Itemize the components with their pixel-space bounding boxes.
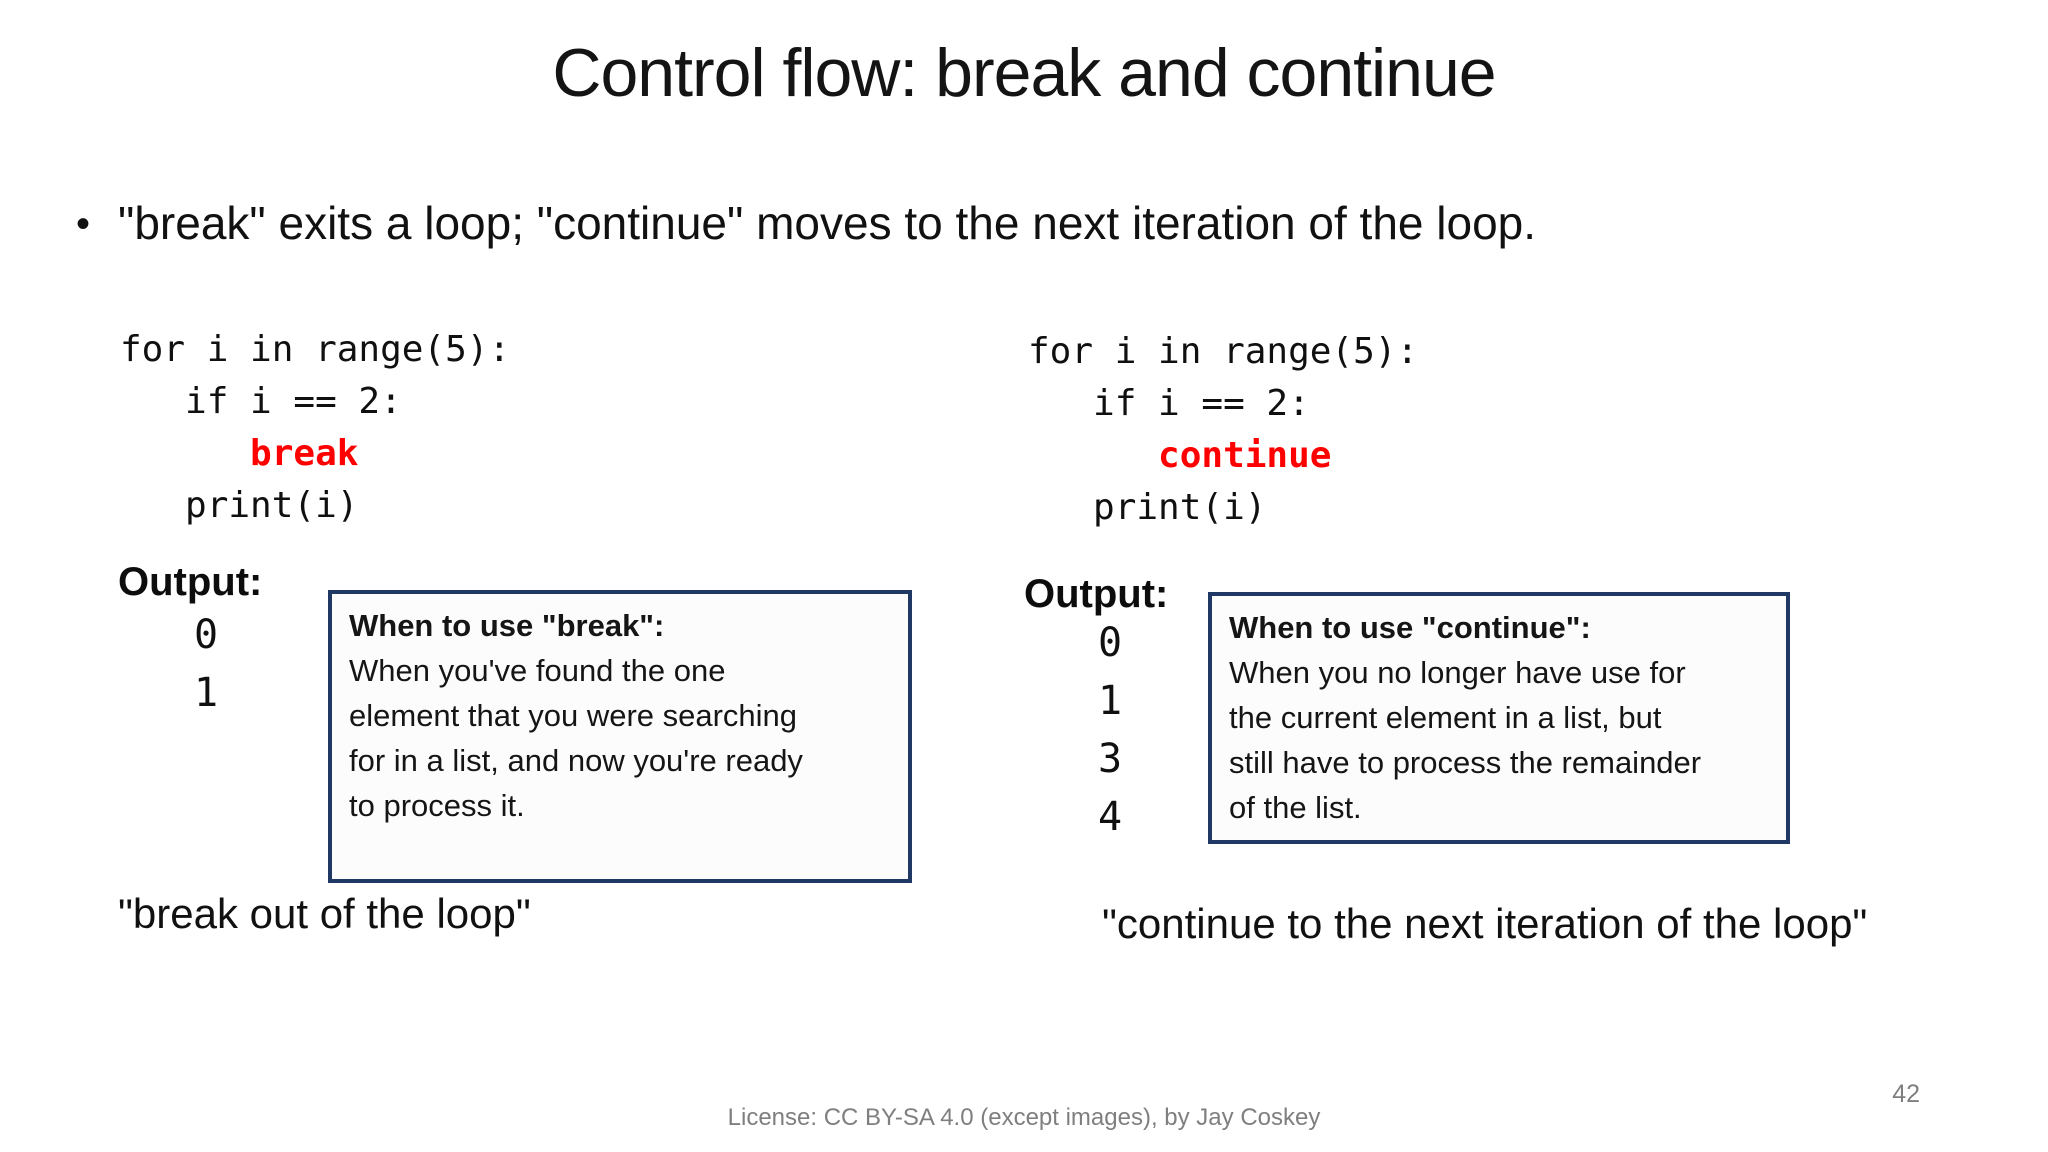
code-break-before: for i in range(5): if i == 2: xyxy=(120,329,511,422)
caption-break: "break out of the loop" xyxy=(118,890,531,937)
code-continue-before: for i in range(5): if i == 2: xyxy=(1028,331,1419,424)
callout-box-break: When to use "break": When you've found t… xyxy=(328,590,912,883)
callout-box-continue: When to use "continue": When you no long… xyxy=(1208,592,1790,844)
code-block-continue: for i in range(5): if i == 2: continue p… xyxy=(1028,326,1418,534)
output-label-continue: Output: xyxy=(1024,572,1169,616)
callout-heading-continue: When to use "continue": xyxy=(1229,610,1591,645)
code-continue-after: print(i) xyxy=(1093,487,1267,528)
page-number: 42 xyxy=(1892,1080,1920,1108)
bullet-line: • "break" exits a loop; "continue" moves… xyxy=(76,196,1536,252)
bullet-icon: • xyxy=(76,202,91,246)
bullet-text: "break" exits a loop; "continue" moves t… xyxy=(118,197,1537,249)
slide-title: Control flow: break and continue xyxy=(552,35,1496,111)
code-continue-keyword: continue xyxy=(1158,435,1332,476)
output-values-break: 0 1 xyxy=(193,612,219,716)
output-values-continue: 0 1 3 4 xyxy=(1097,620,1123,840)
code-break-after: print(i) xyxy=(185,485,359,526)
callout-body-continue: When you no longer have use for the curr… xyxy=(1229,655,1702,825)
output-label-break: Output: xyxy=(118,560,263,604)
code-block-break: for i in range(5): if i == 2: break prin… xyxy=(120,324,510,532)
caption-continue: "continue to the next iteration of the l… xyxy=(1102,900,1868,947)
callout-body-break: When you've found the one element that y… xyxy=(349,653,803,823)
code-break-keyword: break xyxy=(250,433,359,474)
license-text: License: CC BY-SA 4.0 (except images), b… xyxy=(727,1104,1321,1131)
callout-heading-break: When to use "break": xyxy=(349,608,665,643)
